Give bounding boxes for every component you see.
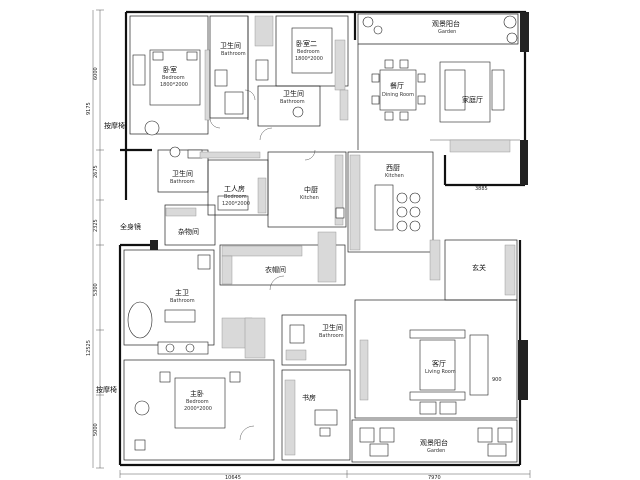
living-room-en: Living Room <box>425 369 456 375</box>
dining-room-en: Dining Room <box>382 92 414 98</box>
master-bedroom-cn: 主卧 <box>190 389 204 398</box>
garden-bottom-cn: 观景阳台 <box>420 438 448 447</box>
bedroom-1-area <box>129 15 211 136</box>
work-room-cn: 工人房 <box>224 184 245 193</box>
entrance-cn: 玄关 <box>472 263 486 272</box>
wardrobe-cn: 衣帽间 <box>265 265 286 274</box>
west-kitchen-en: Kitchen <box>385 173 404 179</box>
dim-bottom-0: 10645 <box>225 475 241 480</box>
mid-left-area <box>157 146 269 216</box>
full-body-mirror: 全身镜 <box>120 222 141 231</box>
bedroom-2-area <box>255 15 349 91</box>
master-bath-area <box>123 249 215 355</box>
dim-left-5: 12525 <box>86 340 92 356</box>
bedroom-1-cn: 卧室 <box>163 65 177 74</box>
bath-top-mid-cn: 卫生间 <box>220 41 241 50</box>
garden-top-cn: 观景阳台 <box>432 19 460 28</box>
living-room-area <box>354 299 518 419</box>
garden-bottom-en: Garden <box>427 448 445 454</box>
bath-mid-left-cn: 卫生间 <box>172 169 193 178</box>
bath-top-mid-area <box>209 15 274 120</box>
bath-lower-mid-area <box>281 314 347 366</box>
west-kitchen-area <box>347 151 441 281</box>
garden-top-area <box>357 13 519 45</box>
work-room-en: Bedroom <box>224 194 247 200</box>
garden-top-en: Garden <box>438 29 456 35</box>
garden-bottom-area <box>351 419 518 463</box>
bottom-dimension-lines <box>119 470 531 478</box>
storage-cn: 杂物间 <box>178 227 199 236</box>
west-kitchen-cn: 西厨 <box>386 164 400 172</box>
master-bedroom-size: 2000*2000 <box>184 406 212 412</box>
dim-left-6: 5000 <box>93 423 99 436</box>
middle-kitchen-en: Kitchen <box>300 195 319 201</box>
bath-lower-mid-cn: 卫生间 <box>322 323 343 332</box>
column-top-right <box>520 12 529 52</box>
bedroom-1-size: 1800*2000 <box>160 82 188 88</box>
dining-area <box>357 44 520 153</box>
massage-bottom: 按摩椅 <box>96 385 117 394</box>
dim-right-0: 3885 <box>475 186 488 192</box>
bath-top-mid-en: Bathroom <box>221 51 246 57</box>
outer-walls <box>118 10 527 467</box>
dim-left-0: 6000 <box>93 67 99 80</box>
left-dimension-lines <box>92 9 104 469</box>
dim-left-1: 9175 <box>86 102 92 115</box>
column-left-1 <box>150 240 158 250</box>
dim-right-1: 900 <box>492 377 502 383</box>
column-right-2 <box>518 340 528 400</box>
family-hall-cn: 家庭厅 <box>462 95 483 104</box>
bedroom-2-en: Bedroom <box>297 49 320 55</box>
dim-left-4: 5300 <box>93 283 99 296</box>
bath-top-left-area <box>257 85 349 127</box>
middle-kitchen-area <box>267 151 347 228</box>
bath-lower-mid-en: Bathroom <box>319 333 344 339</box>
dining-room-cn: 餐厅 <box>390 81 404 90</box>
bath-top-left-en: Bathroom <box>280 99 305 105</box>
study-area <box>281 369 351 461</box>
study-cn: 书房 <box>302 393 316 402</box>
bedroom-2-size: 1800*2000 <box>295 56 323 62</box>
master-bath-cn: 主卫 <box>175 288 189 297</box>
bath-mid-left-en: Bathroom <box>170 179 195 185</box>
bedroom-1-en: Bedroom <box>162 75 185 81</box>
work-room-size: 1200*2000 <box>222 201 250 207</box>
living-room-cn: 客厅 <box>432 359 446 368</box>
dim-bottom-1: 7970 <box>428 475 441 480</box>
middle-kitchen-cn: 中厨 <box>304 185 318 194</box>
bath-top-left-cn: 卫生间 <box>283 89 304 98</box>
column-right-1 <box>520 140 528 185</box>
storage-area <box>164 204 216 246</box>
master-bath-en: Bathroom <box>170 298 195 304</box>
master-bedroom-area <box>123 317 275 461</box>
wardrobe-area <box>219 231 346 286</box>
master-bedroom-en: Bedroom <box>186 399 209 405</box>
bedroom-2-cn: 卧室二 <box>296 39 317 48</box>
massage-top: 按摩椅 <box>104 121 125 130</box>
door-swings <box>209 89 316 441</box>
dim-left-2: 2675 <box>93 165 99 178</box>
dim-left-3: 2325 <box>93 219 99 232</box>
